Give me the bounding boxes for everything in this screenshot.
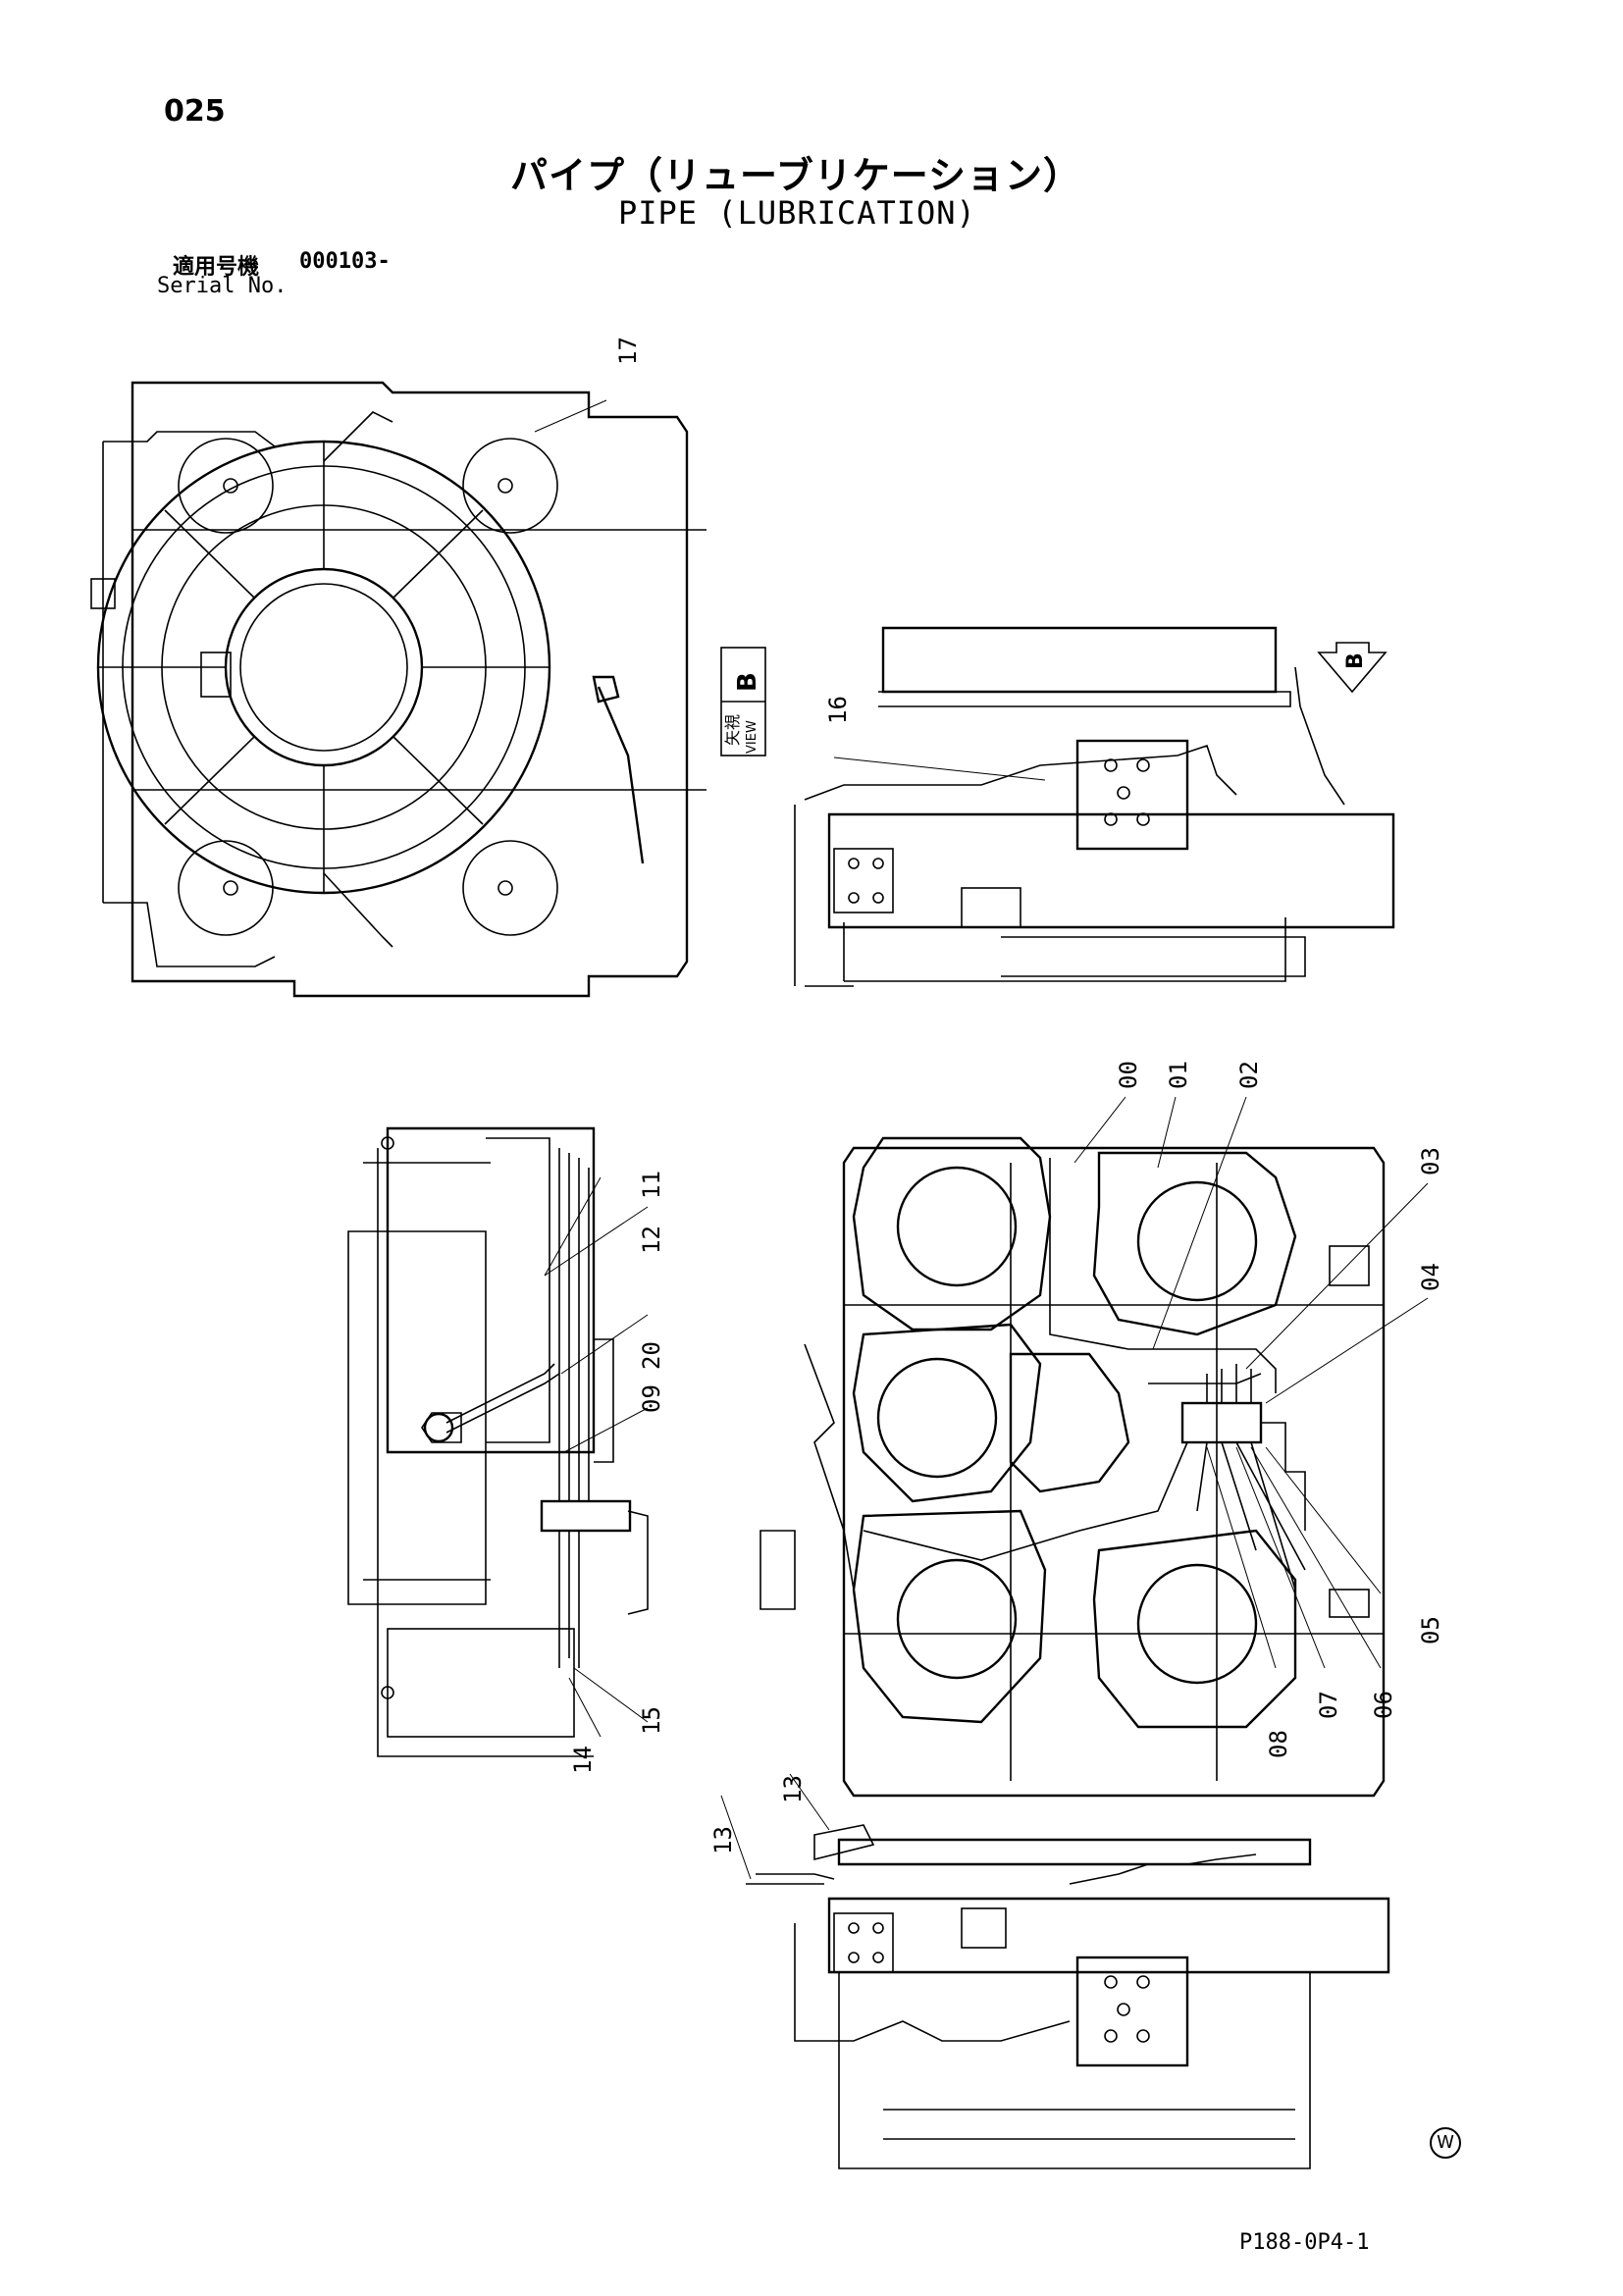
view-b-label: 矢視 VIEW B [720,647,766,757]
serial-number-value: 000103- [299,249,391,274]
svg-text:B: B [1343,652,1368,669]
callout-12: 12 [638,1226,665,1254]
w-circle-mark: W [1430,2127,1461,2159]
callout-02: 02 [1235,1061,1263,1089]
svg-text:B: B [733,672,762,692]
plan-view-bottom [759,1136,1386,1798]
svg-text:VIEW: VIEW [745,720,759,754]
callout-08: 08 [1265,1730,1292,1758]
callout-17: 16 [824,696,852,724]
view-b-arrow: B [1317,642,1387,694]
leader-lines [534,399,1429,1880]
callout-04: 04 [1417,1263,1444,1291]
title-japanese: パイプ（リューブリケーション） [510,154,1081,197]
serial-label-japanese: 適用号機 [173,255,260,280]
side-view-left [347,1126,649,1757]
callout-06: 06 [1370,1691,1397,1719]
callout-13: 13 [709,1826,737,1854]
callout-14: 13 [779,1775,807,1803]
plan-view-top [90,381,707,998]
callout-labels: 17 16 00 01 02 03 04 05 06 07 08 11 12 2… [569,337,1444,1854]
callout-16: 15 [638,1706,665,1735]
drawing-code: P188-0P4-1 [1239,2230,1370,2255]
side-view-bottom [746,1824,1390,2169]
callout-05: 05 [1417,1616,1444,1644]
title-english: PIPE (LUBRICATION) [618,194,976,232]
callout-15: 14 [569,1746,597,1774]
callout-09: 09 [638,1384,665,1413]
callout-18: 17 [614,337,642,365]
callout-00: 00 [1115,1061,1142,1089]
callout-07: 07 [1315,1691,1342,1719]
callout-01: 01 [1165,1061,1192,1089]
serial-label-english: Serial No. [157,274,288,298]
page-number: 025 [164,94,226,129]
side-view-top [794,626,1395,987]
callout-11: 11 [638,1171,665,1199]
callout-03: 03 [1417,1147,1444,1175]
svg-text:矢視: 矢視 [723,714,742,746]
callout-20: 20 [638,1341,665,1370]
